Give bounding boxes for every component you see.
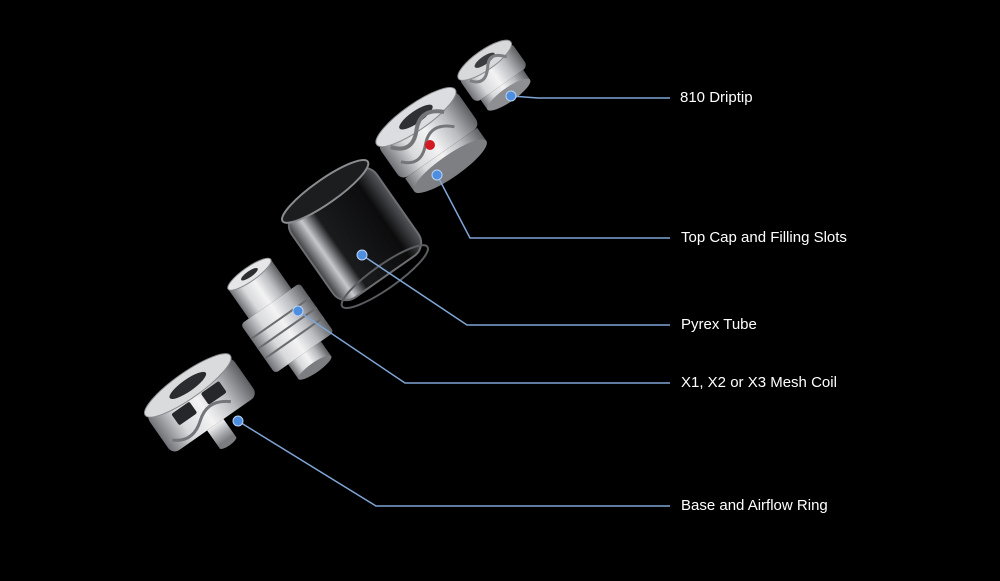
anchor-dots [232, 90, 517, 427]
anchor-dot-base [232, 415, 244, 427]
leader-line-coil [297, 310, 670, 384]
glass-tube-part [281, 159, 429, 309]
label-pyrex-tube: Pyrex Tube [681, 316, 757, 333]
mesh-coil-part [227, 257, 333, 380]
leader-line-pyrex [361, 254, 670, 326]
top-cap-part [375, 87, 487, 194]
leader-line-top-cap [436, 174, 670, 239]
leader-line-driptip [510, 95, 670, 99]
anchor-dot-top-cap [431, 169, 443, 181]
base-part [144, 353, 255, 452]
anchor-dot-coil [292, 305, 304, 317]
label-top-cap: Top Cap and Filling Slots [681, 229, 847, 246]
filling-slot-marker [425, 140, 435, 150]
leader-line-base [237, 420, 670, 507]
anchor-dot-driptip [505, 90, 517, 102]
anchor-dot-pyrex [356, 249, 368, 261]
label-mesh-coil: X1, X2 or X3 Mesh Coil [681, 374, 837, 391]
label-base-airflow: Base and Airflow Ring [681, 497, 828, 514]
label-driptip: 810 Driptip [680, 89, 753, 106]
leader-lines [237, 95, 670, 507]
